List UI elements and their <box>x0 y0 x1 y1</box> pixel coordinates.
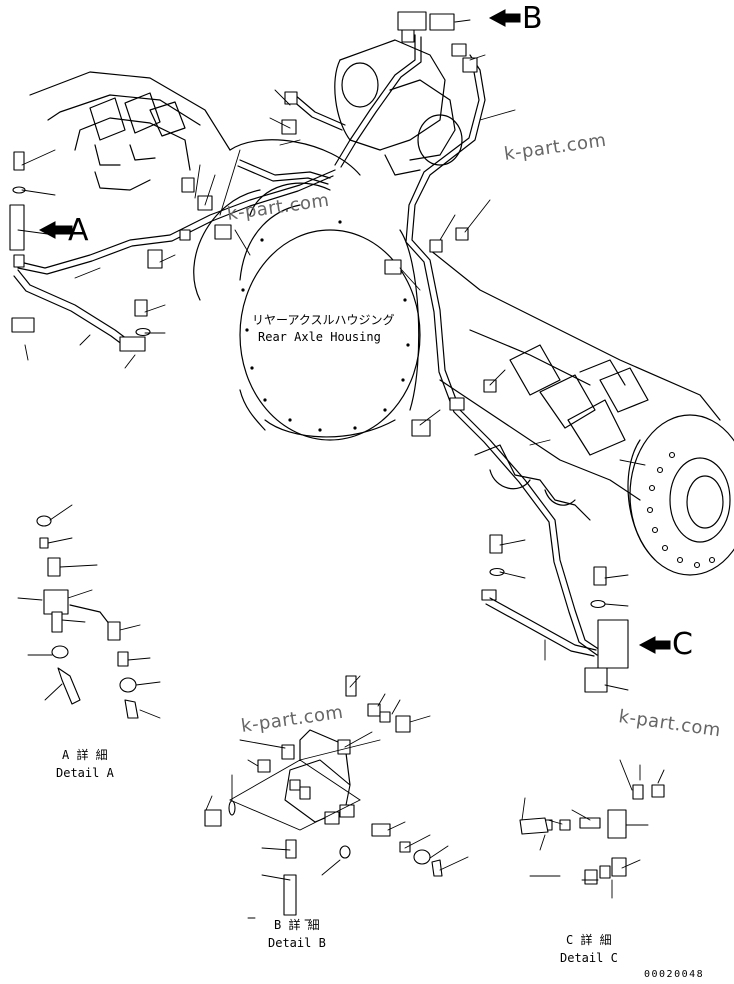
watermark-bottom-right: k-part.com <box>617 706 722 741</box>
hub-bolts <box>646 451 716 569</box>
detail-c-title-jp: C 詳 細 <box>566 932 612 947</box>
housing-label-en: Rear Axle Housing <box>258 330 381 344</box>
view-letter-c: C <box>672 627 693 662</box>
leader-lines <box>17 19 646 691</box>
view-arrow-a <box>38 221 73 239</box>
watermark-top-right: k-part.com <box>503 130 608 165</box>
detail-c-drawing <box>519 759 665 899</box>
view-arrow-b <box>488 9 521 27</box>
view-c-parts <box>384 227 629 693</box>
detail-c-title-en: Detail C <box>560 951 618 965</box>
view-b-fitting-block <box>281 11 478 135</box>
flange-bolts <box>241 220 410 432</box>
detail-a-title-en: Detail A <box>56 766 115 780</box>
watermark-center: k-part.com <box>226 190 331 225</box>
view-letter-b: B <box>522 1 543 36</box>
detail-b-title-jp: B 詳 細 <box>274 917 320 932</box>
drawing-code: 00020048 <box>644 969 704 980</box>
view-a-parts <box>9 151 232 352</box>
detail-b-drawing <box>204 675 469 921</box>
watermark-detail-b: k-part.com <box>240 702 345 737</box>
rear-axle-housing <box>29 39 734 576</box>
detail-a-drawing <box>17 504 161 719</box>
housing-label-jp: リヤーアクスルハウジング <box>252 313 395 327</box>
detail-b-title-en: Detail B <box>268 936 326 950</box>
brake-piping <box>13 34 601 656</box>
view-letter-a: A <box>68 213 89 248</box>
detail-a-title-jp: A 詳 細 <box>62 747 108 762</box>
view-arrow-c <box>638 636 671 654</box>
